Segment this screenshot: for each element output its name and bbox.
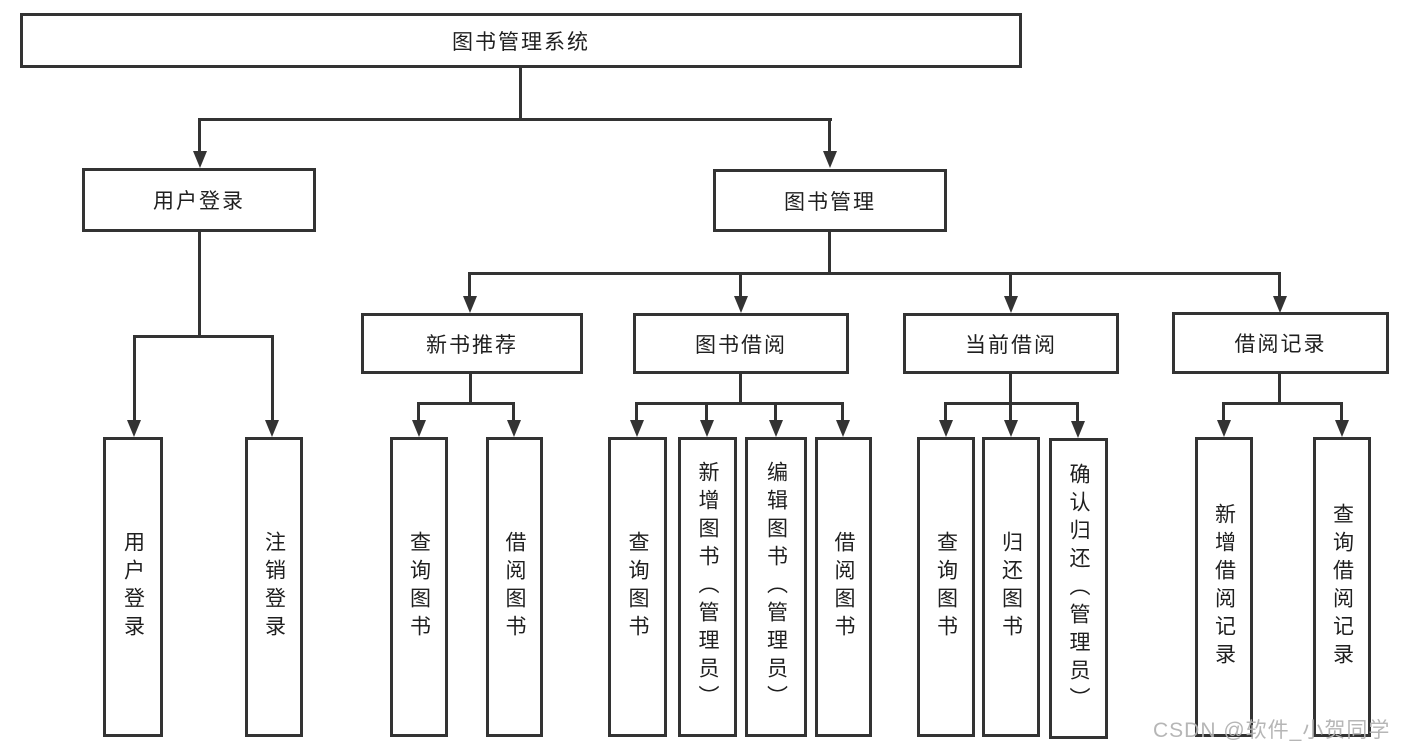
node-label: 用户登录 — [153, 190, 245, 213]
arrowhead-down — [265, 420, 279, 437]
leaf-label: 用户登录 — [121, 531, 145, 643]
connector-line — [512, 402, 515, 423]
leaf-label: 借阅图书 — [503, 531, 526, 643]
arrowhead-down — [507, 420, 521, 437]
arrowhead-down — [412, 420, 426, 437]
node-label: 当前借阅 — [965, 333, 1057, 357]
leaf-return-book: 归还图书 — [982, 437, 1040, 737]
node-label: 图书管理系统 — [452, 30, 590, 54]
connector-line — [841, 402, 844, 423]
connector-line — [133, 335, 136, 422]
connector-line — [198, 118, 201, 153]
leaf-logout: 注销登录 — [245, 437, 303, 737]
connector-line — [1009, 272, 1012, 299]
connector-line — [417, 402, 515, 405]
connector-line — [774, 402, 777, 423]
node-label: 新书推荐 — [426, 333, 518, 357]
leaf-label: 新增借阅记录 — [1212, 503, 1236, 671]
arrowhead-down — [1273, 296, 1287, 313]
connector-line — [198, 118, 832, 121]
connector-line — [1278, 272, 1281, 299]
leaf-query-book: 查询图书 — [390, 437, 448, 737]
connector-line — [1278, 374, 1281, 404]
leaf-label: 查询图书 — [934, 531, 958, 643]
leaf-edit-book-admin: 编辑图书（管理员） — [745, 437, 807, 737]
connector-line — [469, 374, 472, 404]
arrowhead-down — [1004, 296, 1018, 313]
node-label: 图书借阅 — [695, 333, 787, 357]
connector-line — [519, 68, 522, 118]
leaf-query-book: 查询图书 — [608, 437, 667, 737]
arrowhead-down — [127, 420, 141, 437]
leaf-borrow-book: 借阅图书 — [815, 437, 872, 737]
node-borrow-record: 借阅记录 — [1172, 312, 1389, 374]
connector-line — [828, 232, 831, 274]
leaf-label: 归还图书 — [999, 531, 1023, 643]
arrowhead-down — [193, 151, 207, 168]
arrowhead-down — [1004, 420, 1018, 437]
watermark: CSDN @软件_小贺同学 — [1153, 719, 1391, 742]
leaf-label: 编辑图书（管理员） — [764, 461, 788, 713]
connector-line — [417, 402, 420, 423]
arrowhead-down — [823, 151, 837, 168]
arrowhead-down — [1071, 421, 1085, 438]
node-current-borrow: 当前借阅 — [903, 313, 1119, 374]
node-book-manage: 图书管理 — [713, 169, 947, 232]
connector-line — [1222, 402, 1225, 423]
node-new-book-recommend: 新书推荐 — [361, 313, 583, 374]
node-label: 图书管理 — [784, 190, 876, 214]
leaf-label: 注销登录 — [262, 531, 286, 643]
arrowhead-down — [1335, 420, 1349, 437]
connector-line — [468, 272, 1281, 275]
connector-line — [828, 118, 831, 153]
leaf-label: 查询借阅记录 — [1330, 503, 1354, 671]
connector-line — [198, 232, 201, 335]
connector-line — [1340, 402, 1343, 423]
arrowhead-down — [939, 420, 953, 437]
connector-line — [133, 335, 274, 338]
leaf-label: 借阅图书 — [832, 531, 855, 643]
leaf-user-login: 用户登录 — [103, 437, 163, 737]
connector-line — [944, 402, 947, 423]
connector-line — [635, 402, 638, 423]
leaf-borrow-book: 借阅图书 — [486, 437, 543, 737]
arrowhead-down — [630, 420, 644, 437]
connector-line — [635, 402, 844, 405]
arrowhead-down — [734, 296, 748, 313]
leaf-query-book: 查询图书 — [917, 437, 975, 737]
leaf-add-borrow-record: 新增借阅记录 — [1195, 437, 1253, 737]
connector-line — [705, 402, 708, 423]
connector-line — [1222, 402, 1343, 405]
connector-line — [739, 272, 742, 299]
leaf-confirm-return-admin: 确认归还（管理员） — [1049, 438, 1108, 739]
leaf-label: 查询图书 — [407, 531, 431, 643]
connector-line — [468, 272, 471, 299]
connector-line — [271, 335, 274, 422]
arrowhead-down — [836, 420, 850, 437]
connector-line — [1076, 402, 1079, 423]
leaf-label: 确认归还（管理员） — [1067, 462, 1090, 715]
arrowhead-down — [463, 296, 477, 313]
arrowhead-down — [1217, 420, 1231, 437]
connector-line — [1009, 402, 1012, 423]
node-library-system: 图书管理系统 — [20, 13, 1022, 68]
arrowhead-down — [769, 420, 783, 437]
leaf-query-borrow-record: 查询借阅记录 — [1313, 437, 1371, 737]
node-book-borrow: 图书借阅 — [633, 313, 849, 374]
leaf-label: 查询图书 — [626, 531, 649, 643]
connector-line — [1009, 374, 1012, 404]
leaf-label: 新增图书（管理员） — [696, 461, 719, 713]
node-user-login: 用户登录 — [82, 168, 316, 232]
node-label: 借阅记录 — [1234, 333, 1327, 356]
arrowhead-down — [700, 420, 714, 437]
connector-line — [739, 374, 742, 404]
leaf-add-book-admin: 新增图书（管理员） — [678, 437, 737, 737]
